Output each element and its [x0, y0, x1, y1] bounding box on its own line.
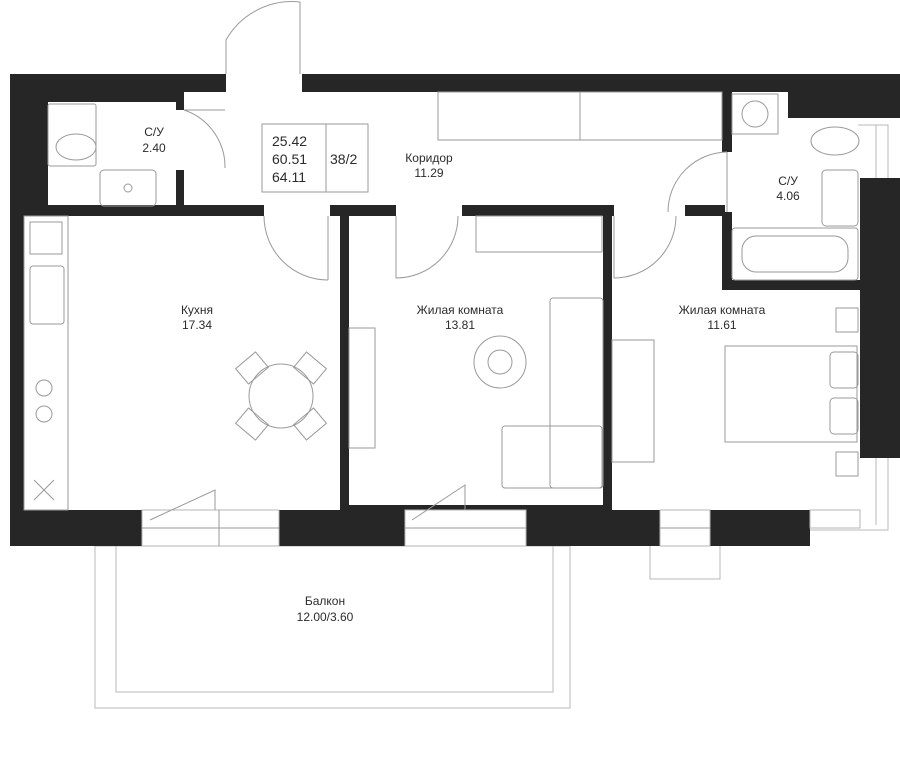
bathroom-small-name: С/У	[144, 125, 164, 139]
balcony-name: Балкон	[305, 594, 345, 608]
living-area-value: 25.42	[272, 133, 307, 149]
doors	[149, 1, 728, 521]
windows	[141, 509, 861, 547]
bathroom-small-area: 2.40	[142, 141, 166, 155]
kitchen-area: 17.34	[182, 318, 212, 332]
room-labels: С/У 2.40 Коридор 11.29 С/У 4.06 Кухня 17…	[142, 125, 800, 624]
total-area-value: 60.51	[272, 151, 307, 167]
living-room-2-area: 11.61	[707, 318, 736, 332]
balcony-area: 12.00/3.60	[297, 610, 354, 624]
corridor-name: Коридор	[405, 151, 453, 165]
living-room-1-name: Жилая комната	[417, 303, 504, 317]
living-room-1-area: 13.81	[445, 318, 475, 332]
total-with-balcony-value: 64.11	[272, 169, 306, 185]
corridor-area: 11.29	[414, 166, 443, 180]
apartment-number: 38/2	[330, 151, 357, 167]
walls	[10, 74, 900, 546]
living-room-2-name: Жилая комната	[679, 303, 766, 317]
furniture	[23, 91, 860, 511]
bathroom-large-area: 4.06	[776, 189, 800, 203]
bathroom-large-name: С/У	[778, 174, 798, 188]
kitchen-name: Кухня	[181, 303, 213, 317]
balcony	[94, 545, 571, 709]
area-summary-table: 25.42 60.51 64.11 38/2	[261, 123, 369, 193]
